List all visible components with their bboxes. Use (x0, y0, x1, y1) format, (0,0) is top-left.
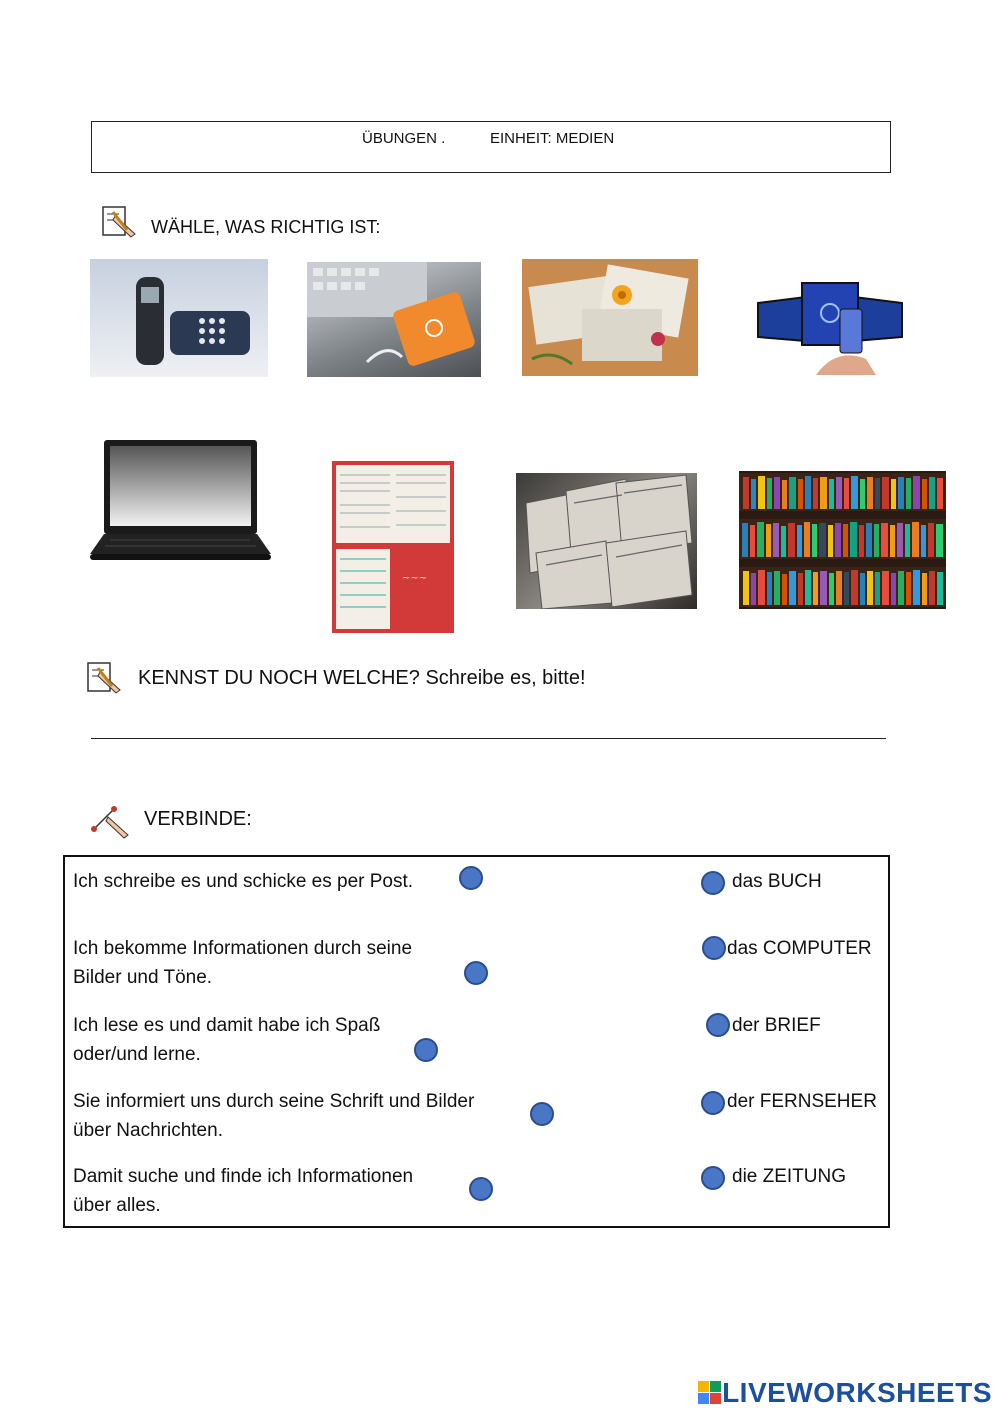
telephone-image[interactable] (90, 259, 268, 377)
match-dot-left-4[interactable] (530, 1102, 554, 1126)
liveworksheets-brand: LIVEWORKSHEETS (722, 1377, 992, 1408)
match-dot-left-1[interactable] (459, 866, 483, 890)
pencil-hand-icon (101, 204, 141, 240)
laptop-image[interactable] (90, 440, 271, 561)
magazine-image[interactable]: ~~~ (332, 461, 454, 633)
header-box: ÜBUNGEN . EINHEIT: MEDIEN (91, 121, 891, 173)
newspapers-image[interactable] (516, 473, 697, 609)
sentence-4: Sie informiert uns durch seine Schrift u… (73, 1091, 475, 1141)
word-brief: der BRIEF (732, 1015, 821, 1036)
smartphone-keyboard-image[interactable] (307, 262, 481, 377)
liveworksheets-logo-icon (698, 1381, 722, 1405)
word-buch: das BUCH (732, 871, 822, 892)
answer-line[interactable] (91, 738, 886, 739)
connect-hand-icon (90, 803, 132, 839)
match-dot-right-1[interactable] (701, 871, 725, 895)
svg-text:~~~: ~~~ (402, 573, 427, 584)
sentence-1: Ich schreibe es und schicke es per Post. (73, 871, 414, 892)
word-fernseher: der FERNSEHER (727, 1091, 877, 1112)
sentence-2: Ich bekomme Informationen durch seine Bi… (73, 938, 413, 988)
match-dot-right-5[interactable] (701, 1166, 725, 1190)
match-dot-right-2[interactable] (702, 936, 726, 960)
word-computer: das COMPUTER (727, 938, 872, 959)
sentence-5: Damit suche und finde ich Informationen … (73, 1166, 414, 1216)
match-dot-right-3[interactable] (706, 1013, 730, 1037)
bookshelf-image[interactable] (739, 471, 946, 609)
word-zeitung: die ZEITUNG (732, 1166, 847, 1187)
match-dot-left-5[interactable] (469, 1177, 493, 1201)
match-dot-right-4[interactable] (701, 1091, 725, 1115)
header-unit: EINHEIT: MEDIEN (490, 130, 615, 147)
sentence-3: Ich lese es und damit habe ich Spaß oder… (73, 1015, 381, 1065)
match-dot-left-3[interactable] (414, 1038, 438, 1062)
section-title-know-more: KENNST DU NOCH WELCHE? Schreibe es, bitt… (138, 667, 586, 689)
pencil-hand-icon (86, 660, 126, 696)
match-dot-left-2[interactable] (464, 961, 488, 985)
section-title-connect: VERBINDE: (144, 808, 252, 830)
matching-box: Ich schreibe es und schicke es per Post.… (63, 855, 890, 1228)
header-exercises: ÜBUNGEN . (362, 130, 446, 147)
letters-image[interactable] (522, 259, 698, 376)
internet-devices-image[interactable] (756, 279, 904, 377)
section-title-choose: WÄHLE, WAS RICHTIG IST: (151, 217, 381, 237)
